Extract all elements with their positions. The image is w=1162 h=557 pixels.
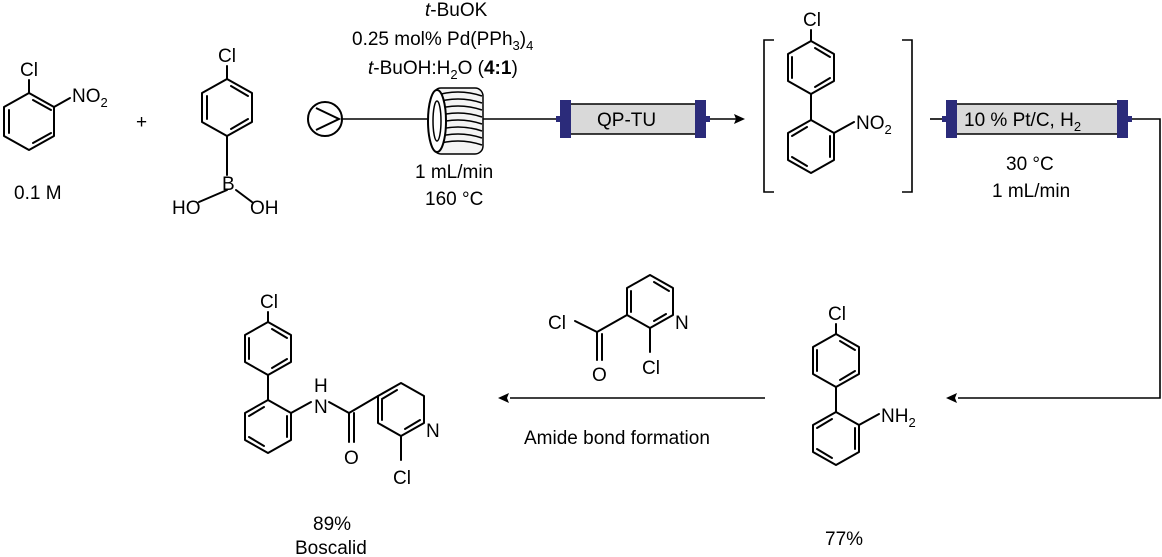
amine-aminobiphenyl: Cl NH2 77% [812,304,916,550]
ring-chlorine-label: Cl [642,358,660,379]
temperature-label: 160 °C [425,189,483,210]
hydroxyl-right-label: OH [250,198,279,219]
arrow-head [946,393,957,403]
reactant-2-chloronitrobenzene: Cl NO2 0.1 M [3,60,108,204]
nitro-label: NO2 [856,113,892,137]
intermediate-nitrobiphenyl: Cl NO2 [763,10,913,193]
pump-icon [307,101,343,137]
cartridge-label: 10 % Pt/C, H2 [964,110,1081,134]
temperature-label: 30 °C [1006,154,1054,175]
cartridge-qp-tu: QP-TU [556,100,710,138]
cartridge-pt-c: 10 % Pt/C, H2 [942,100,1132,138]
product-boscalid: Cl N H O N Cl 89% Boscalid [244,292,440,557]
flow-rate-label: 1 mL/min [992,181,1070,202]
amide-hydrogen-label: H [314,376,328,397]
chlorine-label: Cl [828,304,846,325]
yield-label: 89% [313,514,351,535]
plus-sign: + [136,112,147,133]
nitro-label: NO2 [72,86,108,110]
amine-label: NH2 [881,406,916,430]
flow-line [958,118,1161,399]
chlorine-label: Cl [803,10,821,31]
concentration-label: 0.1 M [14,183,62,204]
hydroxyl-left-label: HO [172,198,201,219]
ring-chlorine-label: Cl [393,468,411,489]
chlorine-label: Cl [20,60,38,81]
step-label: Amide bond formation [524,428,710,449]
chlorine-label: Cl [260,292,278,313]
reagent-acyl-chloride: Cl O N Cl [548,274,689,386]
carbonyl-oxygen-label: O [344,448,359,469]
flow-rate-label: 1 mL/min [415,162,493,183]
arrow-head [734,114,745,124]
amide-nitrogen-label: N [314,397,328,418]
chlorine-label: Cl [218,46,236,67]
carbonyl-oxygen-label: O [592,365,607,386]
step1-conditions: t-BuOK 0.25 mol% Pd(PPh3)4 t-BuOH:H2O (4… [352,0,533,210]
acyl-chlorine-label: Cl [548,313,566,334]
solvent-label: t-BuOH:H2O (4:1) [368,58,518,82]
coil-reactor-icon [427,87,484,155]
yield-label: 77% [825,529,863,550]
product-name-label: Boscalid [295,538,367,557]
catalyst-label: 0.25 mol% Pd(PPh3)4 [352,29,533,53]
reactant-4-chlorophenylboronic-acid: Cl B HO OH [172,46,279,219]
boron-label: B [222,174,235,195]
pyridine-nitrogen-label: N [675,313,689,334]
base-label: t-BuOK [425,0,488,21]
arrow-head [498,393,509,403]
cartridge-label: QP-TU [597,110,656,131]
pyridine-nitrogen-label: N [426,421,440,442]
